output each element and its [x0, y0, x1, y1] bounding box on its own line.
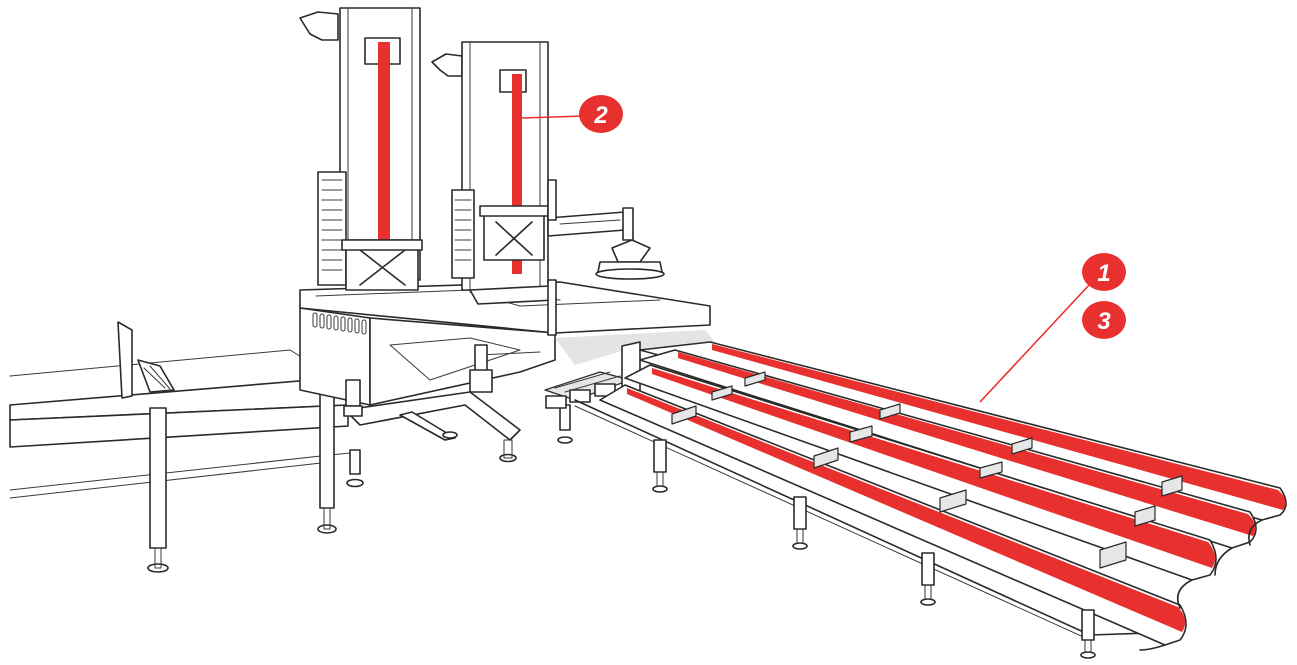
outfeed-conveyor	[555, 330, 1287, 659]
callout-1: 1	[1082, 253, 1126, 291]
callout-1-badge	[1082, 253, 1126, 291]
infeed-conveyor	[9, 321, 361, 573]
robot-column-right	[431, 41, 665, 336]
outfeed-belt-1	[712, 344, 1286, 510]
outfeed-belt-3	[652, 368, 1216, 568]
callout-2-badge	[579, 95, 623, 133]
robot-column-left	[299, 7, 423, 291]
left-column-red-strip	[378, 42, 390, 277]
robot-base	[299, 281, 711, 488]
leader-line-2	[521, 115, 585, 119]
callout-2-label: 2	[593, 102, 608, 129]
right-column-red-strip	[512, 74, 522, 274]
callout-1-label: 1	[1097, 260, 1110, 287]
callout-3-badge	[1082, 301, 1126, 339]
vent-slots	[312, 312, 367, 335]
outfeed-legs	[652, 439, 1096, 659]
callout-2: 2	[579, 95, 623, 133]
callout-3-label: 3	[1097, 308, 1111, 335]
callouts: 2 1 3	[521, 95, 1126, 403]
outfeed-belt-2	[678, 352, 1256, 536]
callout-3: 3	[1082, 301, 1126, 339]
leader-line-1	[979, 283, 1091, 403]
cross-bars	[671, 371, 1183, 569]
outfeed-belt-4	[627, 388, 1186, 632]
